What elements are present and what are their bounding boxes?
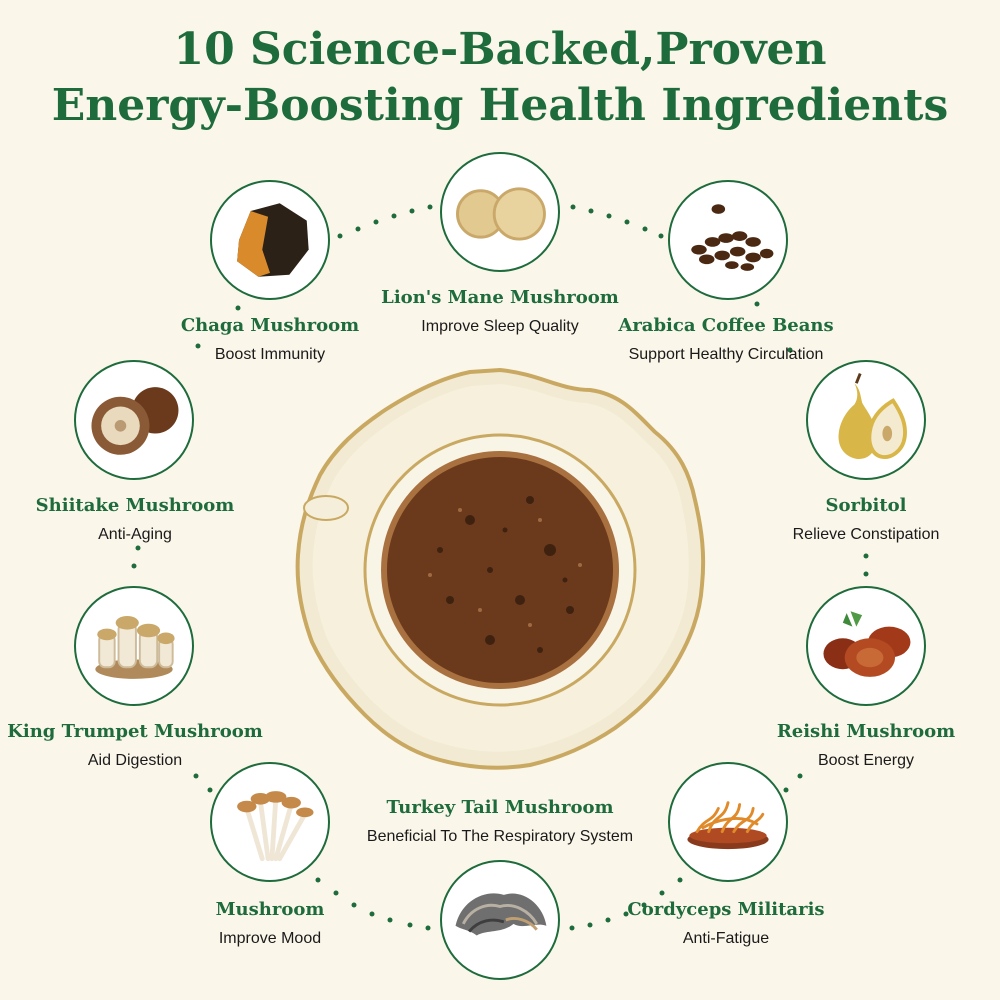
ingredient-coffee-beans: Arabica Coffee Beans Support Healthy Cir…: [576, 314, 876, 366]
ingredient-turkey-tail: Turkey Tail Mushroom Beneficial To The R…: [300, 796, 700, 848]
ingredient-image-chaga: [210, 180, 330, 300]
ingredient-name: Reishi Mushroom: [776, 721, 956, 742]
page-title: 10 Science-Backed,Proven Energy-Boosting…: [0, 22, 1000, 134]
ingredient-name: King Trumpet Mushroom: [7, 721, 263, 742]
cordyceps-icon: [687, 801, 769, 850]
pear-icon: [838, 373, 907, 460]
shiitake-icon: [91, 387, 179, 455]
ingredient-image-turkey-tail: [440, 860, 560, 980]
chaga-icon: [237, 203, 309, 277]
coffee-beans-icon: [691, 204, 774, 271]
ingredient-name: Cordyceps Militaris: [627, 899, 825, 920]
ingredient-benefit: Aid Digestion: [87, 752, 183, 769]
ingredient-image-mushroom: [210, 762, 330, 882]
lions-mane-icon: [456, 187, 546, 241]
ingredient-benefit: Anti-Aging: [98, 526, 172, 543]
ingredient-benefit: Relieve Constipation: [792, 526, 940, 543]
coffee-cup-illustration: [295, 367, 706, 770]
ingredient-name: Lion's Mane Mushroom: [381, 287, 619, 308]
ingredient-image-cordyceps: [668, 762, 788, 882]
ingredient-benefit: Boost Immunity: [214, 346, 326, 363]
ingredient-image-reishi: [806, 586, 926, 706]
ingredient-name: Arabica Coffee Beans: [618, 315, 834, 336]
title-line-1: 10 Science-Backed,Proven: [173, 24, 827, 75]
ingredient-name: Sorbitol: [825, 495, 907, 516]
ingredient-name: Shiitake Mushroom: [35, 495, 235, 516]
ingredient-cordyceps: Cordyceps Militaris Anti-Fatigue: [576, 898, 876, 950]
ingredient-image-shiitake: [74, 360, 194, 480]
ingredient-benefit: Improve Sleep Quality: [421, 318, 579, 335]
ingredient-image-lions-mane: [440, 152, 560, 272]
ingredient-chaga: Chaga Mushroom Boost Immunity: [120, 314, 420, 366]
ingredient-benefit: Anti-Fatigue: [682, 930, 770, 947]
ingredient-image-sorbitol: [806, 360, 926, 480]
reishi-icon: [823, 611, 911, 677]
ingredient-reishi: Reishi Mushroom Boost Energy: [716, 720, 1000, 772]
ingredient-sorbitol: Sorbitol Relieve Constipation: [716, 494, 1000, 546]
ingredient-benefit: Beneficial To The Respiratory System: [366, 828, 634, 845]
enoki-mushroom-icon: [237, 791, 314, 862]
ingredient-king-trumpet: King Trumpet Mushroom Aid Digestion: [0, 720, 285, 772]
ingredient-name: Chaga Mushroom: [180, 315, 360, 336]
ingredient-image-coffee-beans: [668, 180, 788, 300]
ingredient-benefit: Support Healthy Circulation: [628, 346, 824, 363]
ingredient-name: Mushroom: [215, 899, 325, 920]
ingredient-lions-mane: Lion's Mane Mushroom Improve Sleep Quali…: [350, 286, 650, 338]
title-line-2: Energy-Boosting Health Ingredients: [51, 80, 949, 131]
ingredient-benefit: Boost Energy: [817, 752, 915, 769]
ingredient-shiitake: Shiitake Mushroom Anti-Aging: [0, 494, 285, 546]
king-trumpet-icon: [95, 616, 175, 679]
ingredient-benefit: Improve Mood: [218, 930, 322, 947]
ingredient-image-king-trumpet: [74, 586, 194, 706]
turkey-tail-icon: [455, 893, 547, 936]
ingredient-mushroom: Mushroom Improve Mood: [120, 898, 420, 950]
ingredient-name: Turkey Tail Mushroom: [386, 797, 614, 818]
